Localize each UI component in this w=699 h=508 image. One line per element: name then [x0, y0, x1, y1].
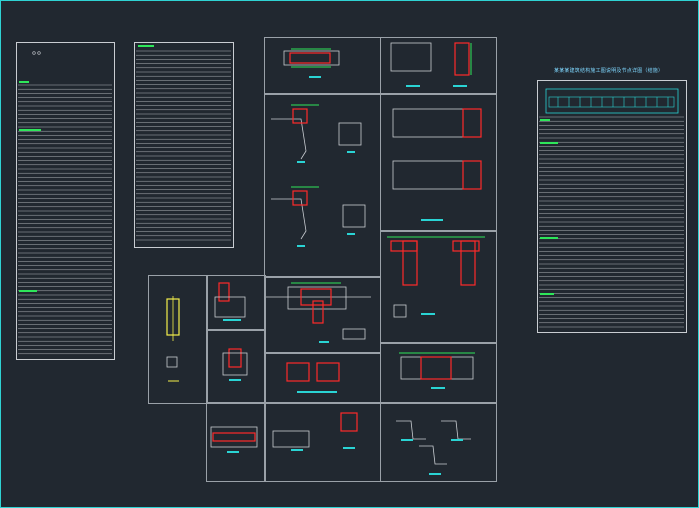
rebar-outline — [460, 240, 476, 286]
detail-outline — [222, 352, 248, 376]
detail-outline — [272, 430, 310, 448]
rebar-outline — [286, 362, 310, 382]
notes-sheet-2 — [134, 42, 234, 248]
detail-outline — [214, 296, 246, 318]
detail-panel-top-2 — [380, 37, 497, 95]
detail-caption-bar — [401, 439, 413, 441]
detail-outline — [393, 304, 407, 318]
detail-panel-center-2 — [264, 352, 381, 404]
detail-caption-bar — [291, 449, 303, 451]
detail-outline — [210, 426, 258, 448]
notes-sheet-1 — [16, 42, 115, 360]
detail-panel-left-2 — [206, 275, 266, 331]
drawing-title: 某某某建筑结构施工图说明及节点详图（结施） — [554, 68, 664, 74]
rebar-outline — [462, 108, 482, 138]
note-heading-mark — [19, 290, 37, 292]
note-heading-mark — [540, 237, 558, 239]
detail-panel-bottom-1 — [206, 402, 266, 482]
detail-outline — [283, 50, 340, 66]
detail-panel-mid-right — [380, 93, 497, 232]
rebar-outline — [292, 190, 308, 206]
note-symbol — [37, 51, 41, 55]
rebar-outline — [340, 412, 358, 432]
note-heading-mark — [19, 129, 41, 131]
rebar-outline — [292, 108, 308, 124]
detail-outline — [390, 42, 432, 72]
note-heading-mark — [19, 81, 29, 83]
detail-caption-bar — [431, 387, 445, 389]
detail-outline — [342, 328, 366, 340]
detail-caption-bar — [319, 341, 329, 343]
rebar-outline — [218, 282, 230, 302]
detail-panel-center-1 — [264, 276, 381, 354]
rebar-outline — [454, 42, 470, 76]
detail-caption-bar — [223, 319, 241, 321]
rebar-outline — [228, 348, 242, 368]
section-line — [419, 445, 447, 465]
rebar-outline — [402, 240, 418, 286]
detail-outline — [392, 160, 464, 190]
detail-caption-bar — [297, 391, 337, 393]
detail-caption-bar — [343, 447, 355, 449]
note-heading-mark — [540, 293, 554, 295]
detail-caption-bar — [453, 85, 467, 87]
detail-caption-bar — [297, 161, 305, 163]
detail-panel-bottom-2 — [264, 402, 381, 482]
detail-caption-bar — [429, 473, 441, 475]
rebar-outline — [312, 300, 324, 324]
detail-caption-bar — [347, 151, 355, 153]
note-symbol — [32, 51, 36, 55]
section-line — [396, 420, 426, 440]
detail-panel-left-1 — [148, 275, 208, 404]
detail-panel-left-3 — [206, 329, 266, 404]
detail-caption-bar — [229, 379, 241, 381]
rebar-outline — [289, 52, 331, 64]
section-line — [441, 420, 471, 440]
rebar-outline — [420, 356, 452, 380]
detail-outline — [287, 286, 347, 310]
detail-caption-bar — [297, 245, 305, 247]
section-line — [271, 198, 307, 240]
note-heading-mark — [138, 45, 154, 47]
detail-outline — [342, 204, 366, 228]
detail-outline — [166, 356, 178, 368]
schedule-table — [545, 88, 679, 114]
notes-sheet-3 — [537, 80, 687, 333]
detail-outline — [392, 108, 464, 138]
detail-caption-bar — [347, 233, 355, 235]
detail-caption-bar — [421, 313, 435, 315]
rebar-outline — [212, 432, 256, 442]
rebar-outline — [300, 288, 332, 306]
note-heading-mark — [540, 142, 558, 144]
section-line — [271, 118, 307, 160]
detail-caption-bar — [227, 451, 239, 453]
note-heading-mark — [540, 119, 550, 121]
rebar-outline — [462, 160, 482, 190]
detail-caption-bar — [421, 219, 443, 221]
detail-caption-bar — [406, 85, 420, 87]
rebar-outline — [390, 240, 418, 252]
detail-outline — [338, 122, 362, 146]
schedule-row — [548, 96, 675, 108]
detail-outline — [400, 356, 474, 380]
detail-caption-bar — [309, 76, 321, 78]
rebar-outline — [316, 362, 340, 382]
detail-caption-bar — [451, 439, 463, 441]
